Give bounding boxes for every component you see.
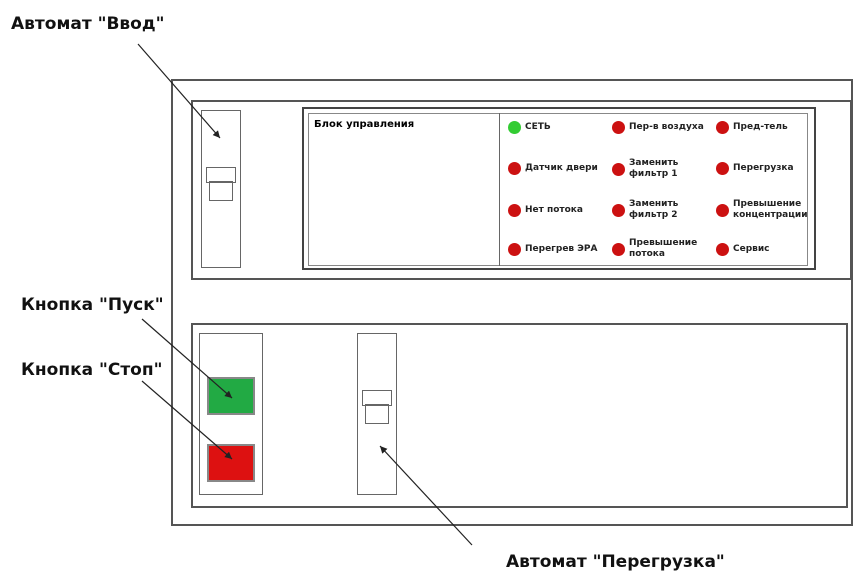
indicator-label: Превышение концентрации bbox=[733, 199, 808, 220]
callout-overload: Автомат "Перегрузка" bbox=[506, 552, 725, 572]
pusk-leader-line bbox=[141, 318, 233, 399]
led-icon bbox=[508, 204, 521, 217]
led-icon bbox=[508, 243, 521, 256]
overload-breaker[interactable] bbox=[357, 333, 397, 495]
indicator-label: Заменить фильтр 1 bbox=[629, 158, 679, 179]
indicator-service: Сервис bbox=[716, 243, 770, 256]
lower-panel bbox=[191, 323, 848, 508]
indicator-noflow: Нет потока bbox=[508, 204, 583, 217]
led-icon bbox=[716, 121, 729, 134]
vvod-breaker-lever[interactable] bbox=[206, 167, 236, 183]
indicator-label: Превышение потока bbox=[629, 238, 698, 259]
indicator-flowexceed: Превышение потока bbox=[612, 238, 701, 260]
button-housing bbox=[199, 333, 263, 495]
indicator-set: СЕТЬ bbox=[508, 121, 551, 134]
overload-breaker-lever[interactable] bbox=[362, 390, 392, 406]
vvod-breaker-lever-base bbox=[209, 181, 233, 201]
stop-button[interactable] bbox=[207, 444, 255, 482]
indicator-pred: Пред-тель bbox=[716, 121, 788, 134]
indicator-concentration: Превышение концентрации bbox=[716, 199, 813, 221]
control-block-divider bbox=[499, 113, 500, 266]
callout-pusk: Кнопка "Пуск" bbox=[21, 295, 164, 315]
indicator-filter1: Заменить фильтр 1 bbox=[612, 158, 691, 180]
indicator-door: Датчик двери bbox=[508, 162, 598, 175]
indicator-label: Перегрев ЭРА bbox=[525, 244, 598, 254]
indicator-label: СЕТЬ bbox=[525, 122, 551, 132]
led-icon bbox=[508, 121, 521, 134]
led-icon bbox=[716, 243, 729, 256]
indicator-label: Перегрузка bbox=[733, 163, 794, 173]
indicator-label: Нет потока bbox=[525, 205, 583, 215]
indicator-label: Заменить фильтр 2 bbox=[629, 199, 679, 220]
led-icon bbox=[612, 121, 625, 134]
vvod-leader-line bbox=[137, 43, 221, 139]
control-block: Блок управления bbox=[302, 107, 816, 270]
overload-leader-line bbox=[379, 445, 473, 546]
cabinet-frame bbox=[171, 79, 853, 526]
indicator-label: Сервис bbox=[733, 244, 770, 254]
indicator-label: Пред-тель bbox=[733, 122, 788, 132]
stop-leader-line bbox=[141, 380, 233, 460]
callout-stop: Кнопка "Стоп" bbox=[21, 360, 163, 380]
led-icon bbox=[716, 162, 729, 175]
indicator-overload: Перегрузка bbox=[716, 162, 794, 175]
indicator-label: Датчик двери bbox=[525, 163, 598, 173]
led-icon bbox=[612, 242, 625, 256]
led-icon bbox=[716, 203, 729, 217]
vvod-breaker[interactable] bbox=[201, 110, 241, 268]
indicator-filter2: Заменить фильтр 2 bbox=[612, 199, 691, 221]
control-block-inner bbox=[308, 113, 808, 266]
led-icon bbox=[612, 203, 625, 217]
indicator-air: Пер-в воздуха bbox=[612, 121, 704, 134]
overload-breaker-lever-base bbox=[365, 404, 389, 424]
led-icon bbox=[508, 162, 521, 175]
control-block-title: Блок управления bbox=[314, 119, 415, 130]
indicator-label: Пер-в воздуха bbox=[629, 122, 704, 132]
callout-vvod: Автомат "Ввод" bbox=[11, 14, 165, 34]
led-icon bbox=[612, 162, 625, 176]
indicator-overheat: Перегрев ЭРА bbox=[508, 243, 597, 256]
upper-panel bbox=[191, 100, 852, 280]
